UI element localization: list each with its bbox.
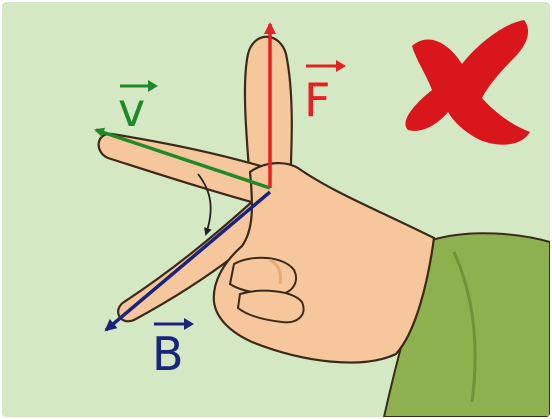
force-label-text: F: [304, 73, 330, 127]
field-label-text: B: [152, 327, 184, 381]
curled-finger-ring: [230, 258, 296, 294]
velocity-label-text: v: [118, 83, 145, 137]
